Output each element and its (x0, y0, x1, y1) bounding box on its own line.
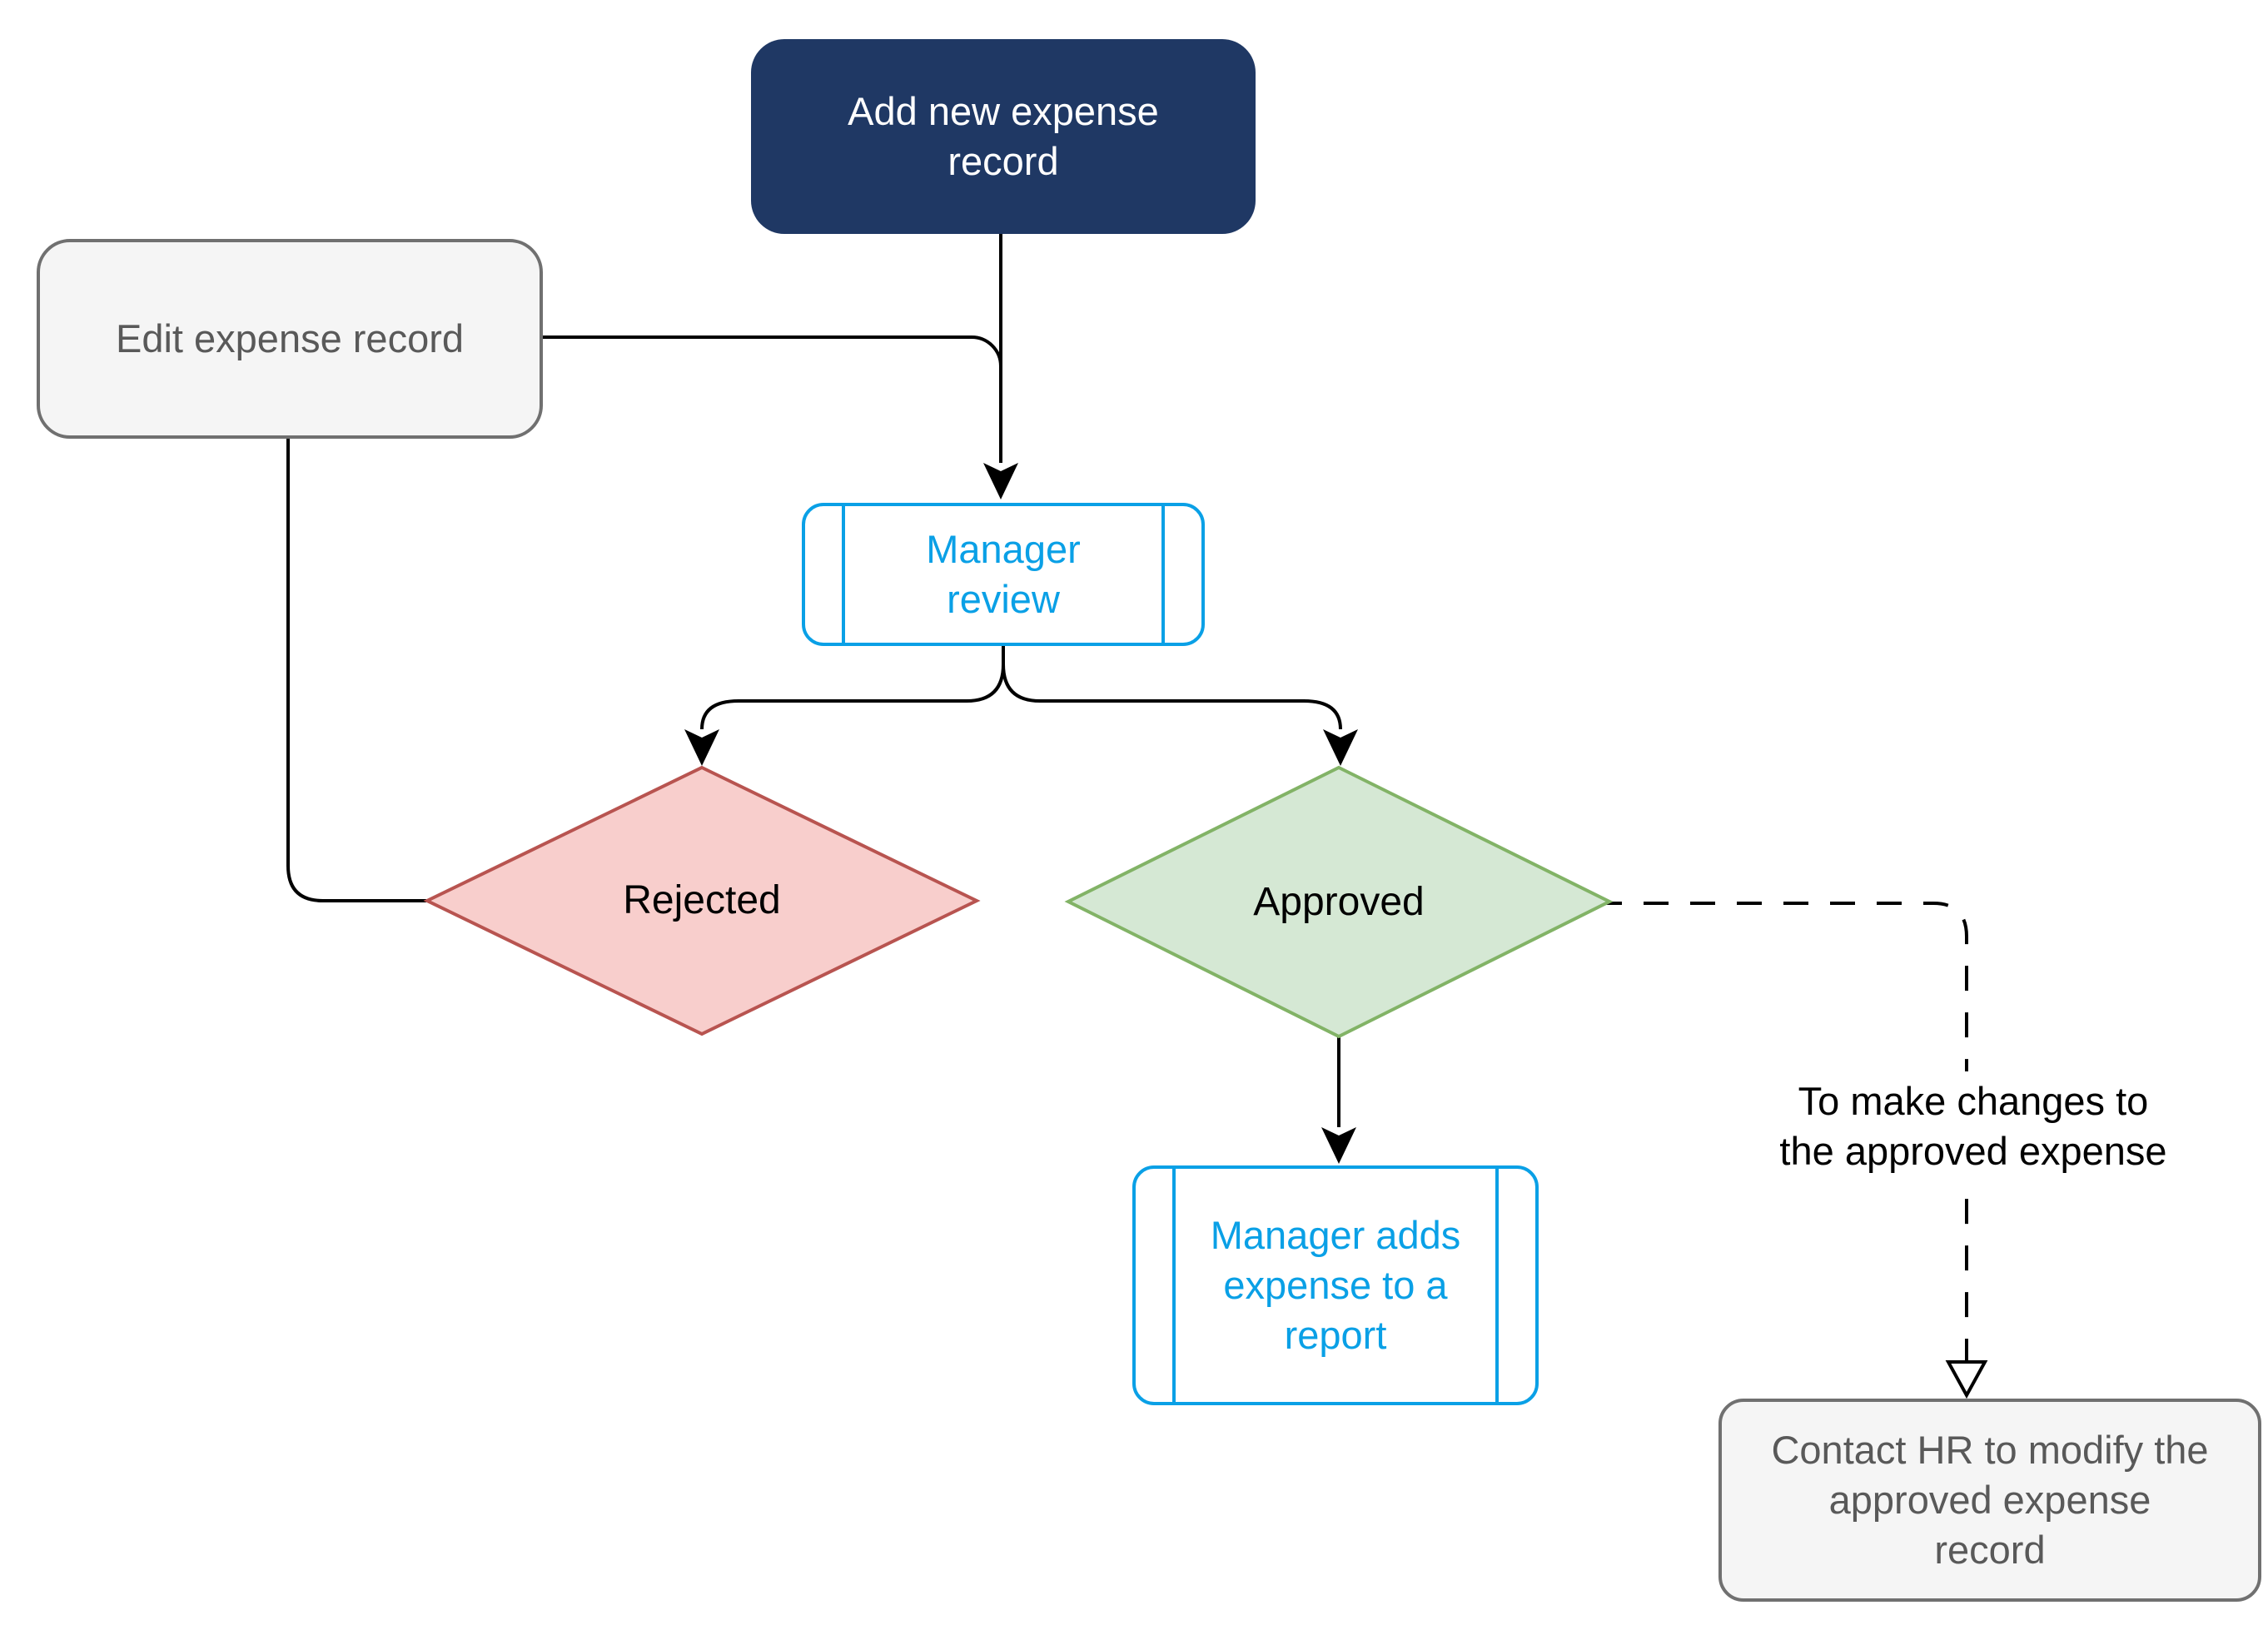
arrowhead-into-report (1321, 1127, 1356, 1164)
edge-edit-to-review (543, 335, 1002, 367)
subprocess-divider-right (1495, 1169, 1499, 1402)
arrowhead-into-rejected (684, 729, 719, 766)
rejected-label: Rejected (623, 878, 781, 923)
arrowhead-into-approved (1323, 729, 1358, 766)
arrowhead-open-into-contact-hr (1945, 1360, 1988, 1399)
edge-review-to-rejected (700, 646, 1005, 730)
arrowhead-into-review (983, 463, 1018, 499)
add-to-report-label: Manager adds expense to a report (1210, 1213, 1461, 1357)
edit-expense-label: Edit expense record (115, 316, 465, 361)
edge-rejected-to-edit (286, 439, 426, 902)
subprocess-divider-left (1172, 1169, 1176, 1402)
approved-label: Approved (1253, 879, 1425, 924)
manager-review-label: Manager review (926, 527, 1081, 621)
add-expense-label: Add new expense record (848, 89, 1159, 183)
manager-review-node: Manager review (802, 503, 1205, 646)
contact-hr-label: Contact HR to modify the approved expens… (1771, 1428, 2209, 1572)
edge-review-to-approved (1002, 646, 1342, 730)
edit-expense-node: Edit expense record (37, 239, 543, 439)
approved-diamond-shape (1064, 765, 1614, 1039)
rejected-diamond-shape (423, 765, 981, 1036)
edge-label-make-changes: To make changes to the approved expense (1699, 1071, 2248, 1181)
approved-decision: Approved (1068, 768, 1609, 1036)
add-expense-node: Add new expense record (751, 39, 1256, 234)
add-to-report-node: Manager adds expense to a report (1132, 1165, 1539, 1405)
rejected-decision: Rejected (427, 768, 977, 1034)
subprocess-divider-right (1161, 506, 1165, 643)
subprocess-divider-left (842, 506, 845, 643)
contact-hr-node: Contact HR to modify the approved expens… (1718, 1399, 2261, 1602)
edge-approved-to-contact-hr (1597, 902, 1968, 1362)
